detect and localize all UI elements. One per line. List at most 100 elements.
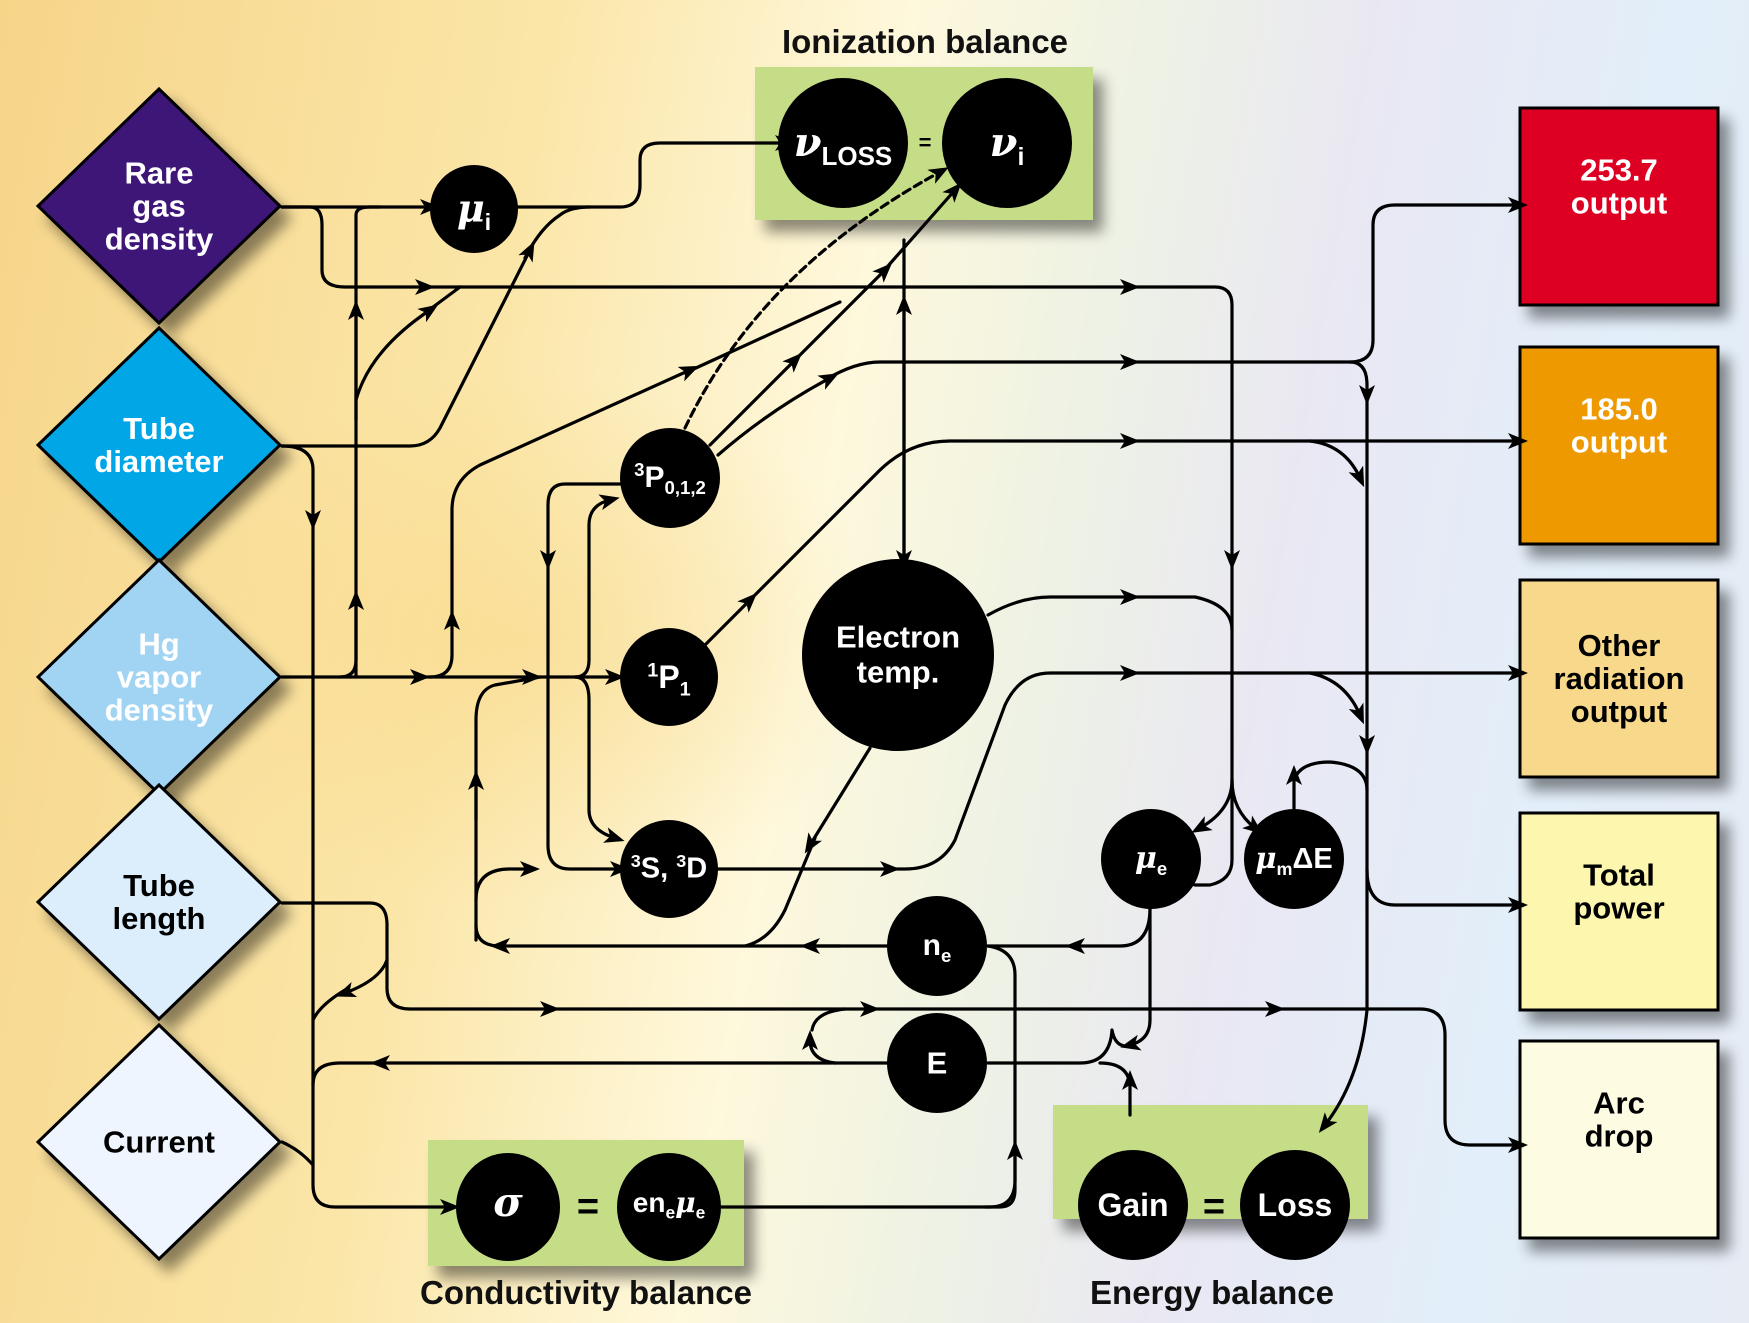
- output-box-arc-drop: [1518, 1039, 1720, 1240]
- node-3s3d: [620, 820, 718, 918]
- edge-tubediam-mui-2: [523, 205, 592, 260]
- edge-673-down: [1308, 671, 1364, 725]
- label-sigma: σ: [493, 1179, 523, 1226]
- edge-3p-right: [716, 373, 839, 457]
- edge-tubediam-down: [280, 444, 321, 530]
- output-label-line: output: [1570, 185, 1668, 221]
- input-label-line: Tube: [123, 410, 195, 446]
- edge-452-up: [450, 365, 700, 627]
- edge-etemp-diag2: [743, 836, 817, 948]
- label-nu-i: νi: [989, 119, 1025, 171]
- edge-raregas-down: [280, 205, 435, 295]
- output-box-other-radiation-output: [1518, 578, 1720, 779]
- node-mu-i: [430, 165, 518, 253]
- edge-597-right: [1123, 595, 1234, 632]
- edge-to-mumde: [1230, 778, 1263, 835]
- label-3p012: 3P0,1,2: [634, 459, 706, 498]
- node-mu-m-delta-e: [1244, 809, 1344, 909]
- input-label-line: Tube: [123, 867, 195, 903]
- conductivity-balance-title: Conductivity balance: [420, 1274, 752, 1311]
- node-1p1: [620, 628, 718, 726]
- edge-v313: [311, 513, 460, 1215]
- input-label-current: Current: [103, 1125, 215, 1158]
- edge-3p-right2: [823, 354, 1140, 382]
- output-label-line: Total: [1583, 857, 1655, 893]
- edge-476-up: [474, 675, 542, 942]
- edge-gain-curve: [1098, 1061, 1132, 1087]
- node-mu-e: [1101, 809, 1201, 909]
- edge-tubediam-mui: [280, 241, 535, 448]
- edge-tubelength: [280, 901, 560, 1017]
- label-loss: Loss: [1257, 1187, 1333, 1223]
- input-label-line: gas: [132, 188, 186, 224]
- label-equals-conductivity: =: [576, 1186, 600, 1228]
- label-mu-e: μe: [1134, 841, 1168, 879]
- edge-589-to3s: [573, 675, 625, 843]
- edge-v356: [354, 205, 382, 679]
- node-loss: [1240, 1150, 1350, 1260]
- node-en-mu: [617, 1153, 721, 1261]
- node-nu-loss: [778, 78, 908, 208]
- edge-v356-diag: [354, 304, 439, 402]
- edge-1009-arc: [1268, 1007, 1528, 1153]
- label-nu-loss: νLOSS: [793, 119, 893, 171]
- input-label-line: density: [104, 221, 214, 257]
- label-mu-i: μi: [456, 185, 492, 236]
- edge-476-bottom: [474, 923, 502, 948]
- output-label-line: output: [1570, 424, 1668, 460]
- edge-v1367b: [1318, 738, 1369, 1133]
- edge-3s-right2: [883, 665, 1140, 871]
- input-label-line: vapor: [116, 659, 202, 695]
- edge-548-down: [546, 553, 630, 877]
- edge-mue-ne: [1065, 906, 1152, 954]
- input-label-line: length: [112, 901, 206, 936]
- edge-1p-up2: [743, 433, 1140, 607]
- input-label-line: diameter: [94, 444, 224, 479]
- input-label-line: Hg: [138, 626, 180, 662]
- edge-mui-nuloss: [515, 135, 795, 209]
- edge-current-join: [280, 1140, 315, 1167]
- edge-3p-dashed: [683, 167, 949, 430]
- output-label-line: drop: [1584, 1118, 1654, 1154]
- output-box-output-253-7: [1518, 106, 1720, 307]
- label-n-e: ne: [922, 929, 952, 966]
- edge-362-down: [1348, 360, 1375, 405]
- edge-to-mue: [1191, 778, 1234, 833]
- node-3p012: [620, 428, 720, 528]
- edge-mue-down: [1120, 906, 1152, 1051]
- edge-362-right: [1123, 197, 1528, 364]
- edge-441-down: [1308, 439, 1365, 488]
- output-label-line: 185.0: [1580, 391, 1658, 427]
- input-label-line: Rare: [124, 155, 194, 191]
- edge-3p-nui3: [878, 182, 962, 277]
- energy-balance-title: Energy balance: [1090, 1274, 1334, 1311]
- input-diamond-current: [35, 1022, 283, 1262]
- edge-mumde-loop: [1292, 760, 1369, 792]
- edge-3p-nui: [708, 352, 803, 447]
- node-nu-i: [942, 78, 1072, 208]
- node-electron-temp: [802, 559, 994, 751]
- output-label-line: output: [1570, 694, 1668, 730]
- edge-e-loop: [802, 1030, 837, 1065]
- edge-tubelength-curl: [335, 958, 389, 998]
- edge-3p-left-down: [540, 482, 622, 570]
- edge-e-right: [986, 1028, 1132, 1065]
- edge-raregas-long-2: [1123, 285, 1240, 570]
- edge-476-3s: [474, 861, 540, 902]
- label-equals-energy: =: [1202, 1186, 1226, 1228]
- input-diamond-tube-length: [35, 782, 283, 1022]
- edge-1367-total: [1365, 868, 1528, 913]
- label-3s3d: 3S, 3D: [630, 850, 708, 885]
- edge-313-join: [311, 988, 347, 1022]
- edge-3p-nui2: [788, 262, 893, 367]
